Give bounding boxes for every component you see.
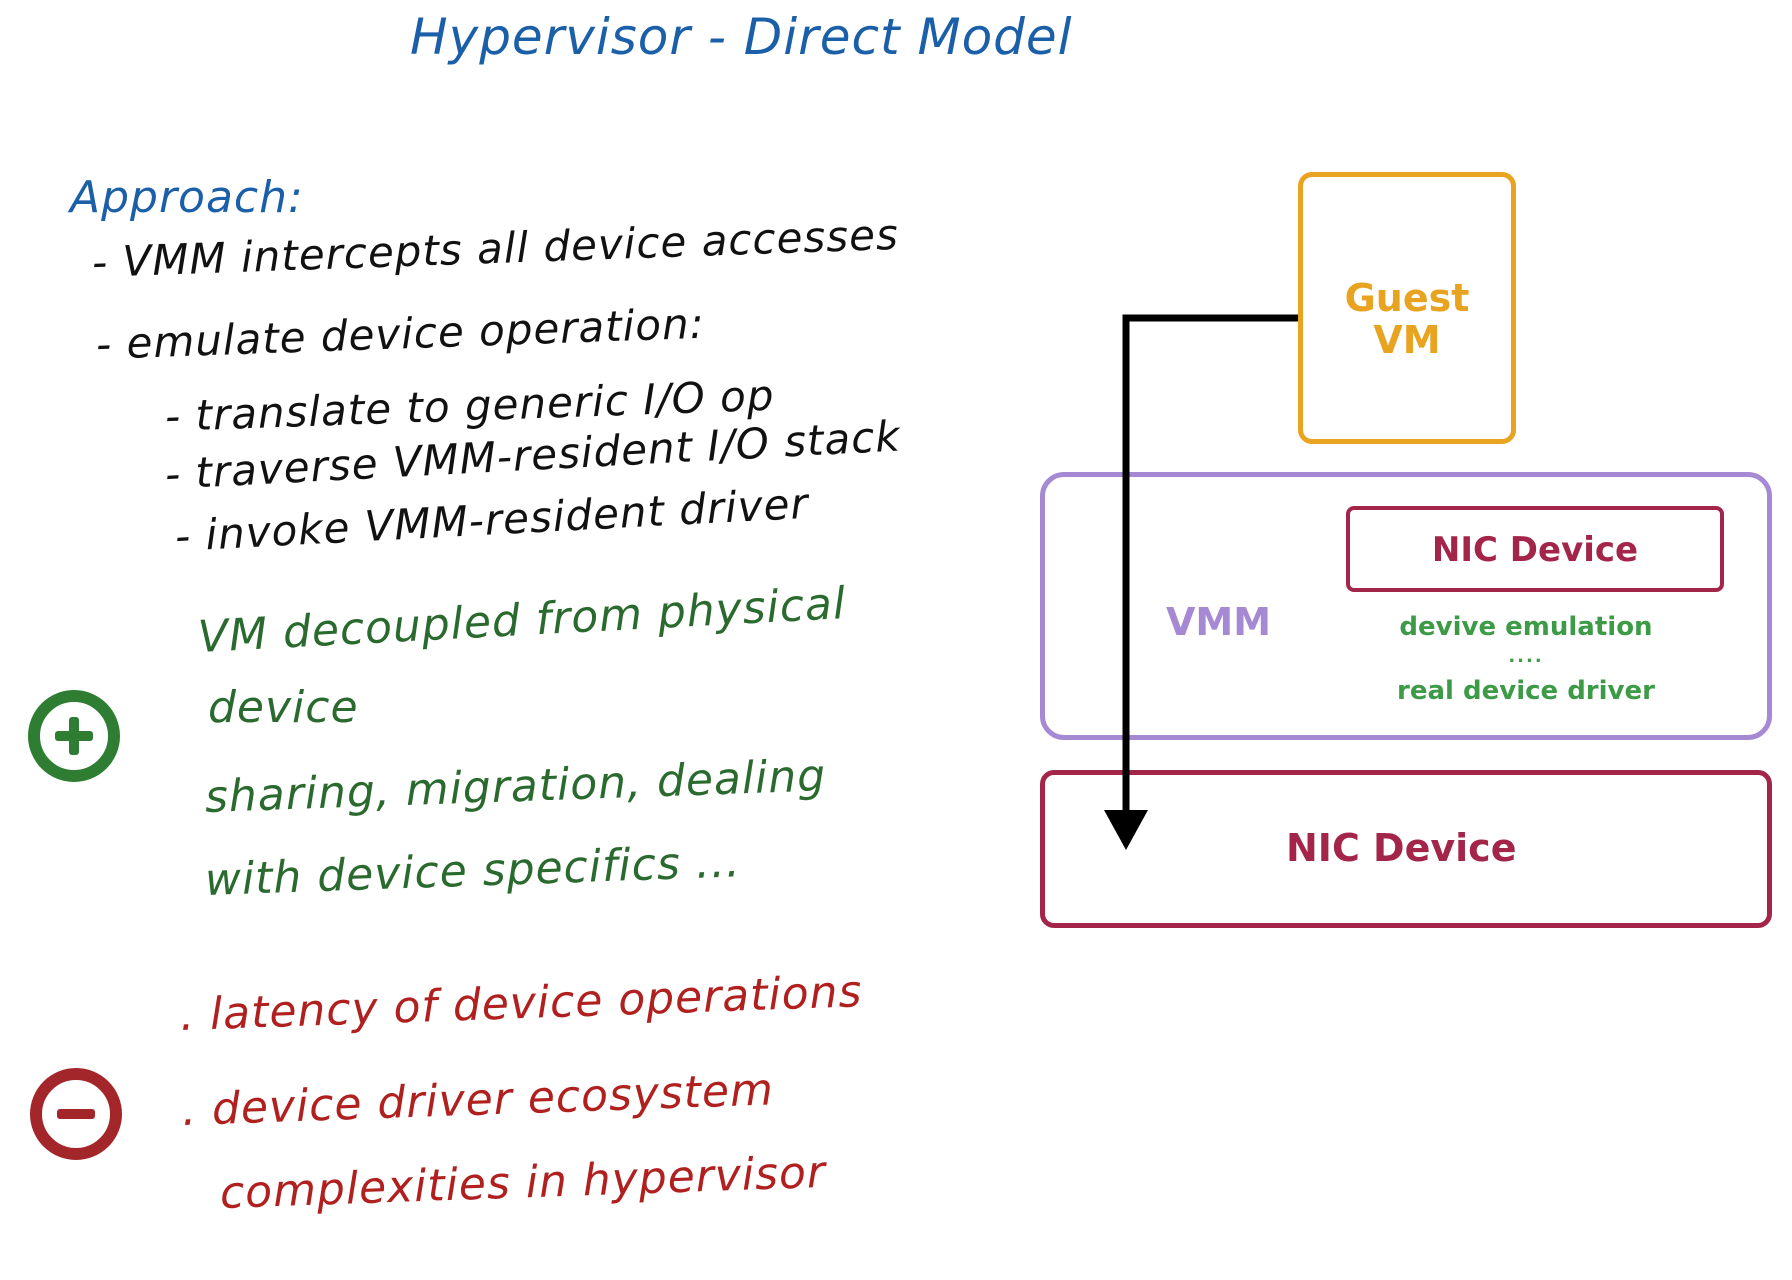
guest-vm-label-line1: Guest <box>1344 276 1470 320</box>
real-device-driver-label: real device driver <box>1397 676 1655 706</box>
vmm-label: VMM <box>1166 600 1272 644</box>
pro-line: device <box>208 682 359 733</box>
vmm-nic-device-label: NIC Device <box>1431 530 1639 570</box>
physical-nic-device-box <box>1040 770 1772 928</box>
physical-nic-device-label: NIC Device <box>1286 826 1517 870</box>
plus-vertical-bar <box>69 717 79 755</box>
minus-bar <box>57 1109 95 1119</box>
guest-vm-box: Guest VM <box>1298 172 1516 444</box>
guest-vm-label: Guest VM <box>1303 277 1511 361</box>
io-path-line <box>1122 314 1298 815</box>
guest-vm-label-line2: VM <box>1373 318 1441 362</box>
approach-heading: Approach: <box>70 172 304 223</box>
vmm-nic-device-box: NIC Device <box>1346 506 1724 592</box>
device-emulation-label: devive emulation <box>1399 612 1653 642</box>
vmm-box <box>1040 472 1772 740</box>
ellipsis-dots: .... <box>1508 646 1544 667</box>
arrow-head-icon <box>1104 810 1148 850</box>
page-title: Hypervisor - Direct Model <box>410 8 1073 66</box>
